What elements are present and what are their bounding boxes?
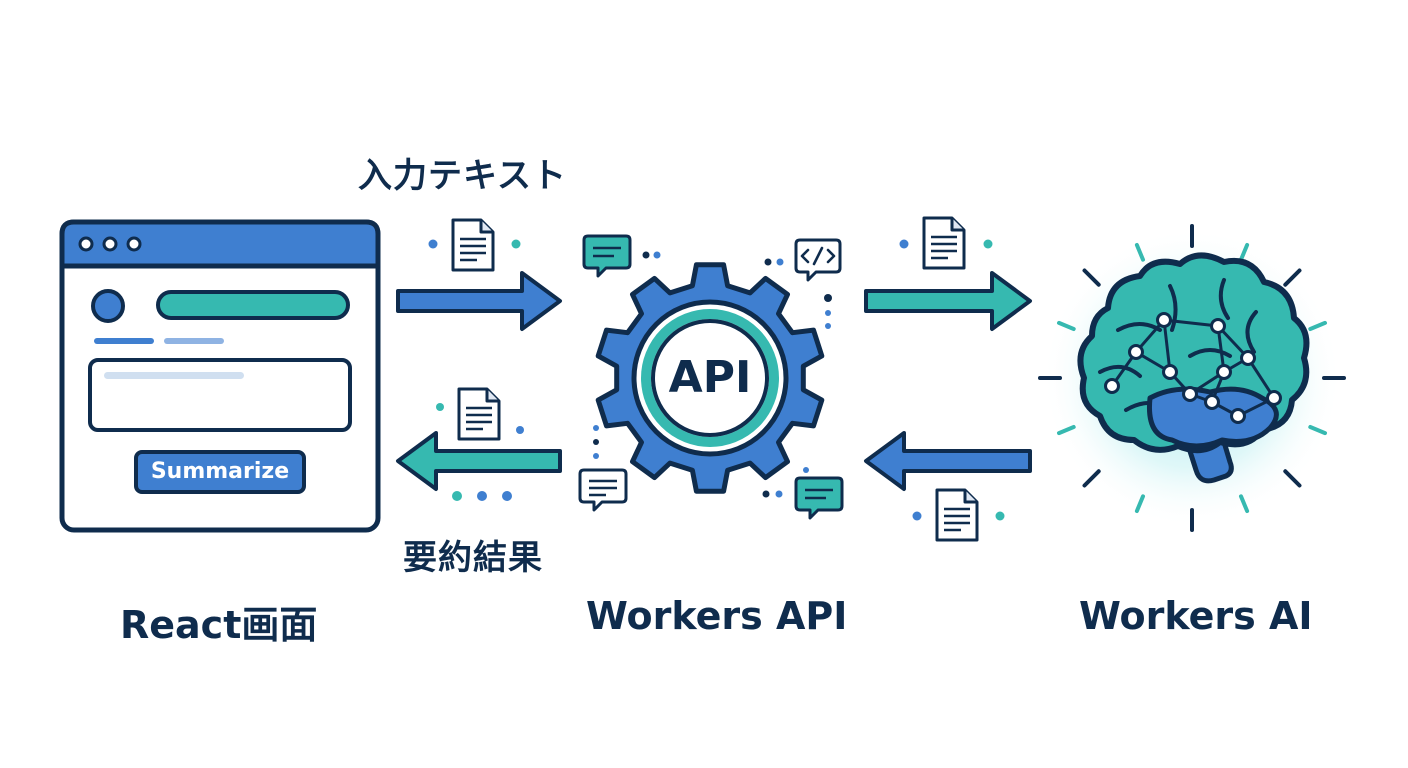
code-icon	[764, 238, 842, 329]
neural-link	[1162, 319, 1172, 373]
document-icon	[912, 488, 1005, 542]
workers-api-label: Workers API	[586, 594, 848, 638]
brain-glow-ray	[1057, 425, 1076, 436]
response-arrow-to-api	[864, 431, 1032, 491]
neural-node	[1266, 390, 1282, 406]
brain-glow-ray	[1283, 469, 1302, 488]
neural-node	[1216, 364, 1232, 380]
chat-bubble-icon	[582, 234, 661, 278]
brain-glow-ray	[1239, 243, 1250, 262]
neural-node	[1210, 318, 1226, 334]
neural-node	[1204, 394, 1220, 410]
document-icon	[899, 216, 993, 270]
response-label: 要約結果	[403, 538, 543, 578]
neural-link	[1163, 318, 1219, 328]
request-arrow-to-api	[396, 271, 562, 331]
brain-glow-ray	[1283, 268, 1302, 287]
brain-icon	[1038, 224, 1346, 532]
api-badge-text: API	[668, 352, 752, 403]
brain-glow-ray	[1134, 243, 1145, 262]
neural-node	[1156, 312, 1172, 328]
brain-glow-ray	[1082, 469, 1101, 488]
response-arrow-to-react	[396, 431, 562, 491]
chat-bubble-icon	[578, 425, 628, 512]
brain-glow-ray	[1082, 268, 1101, 287]
workers-ai-label: Workers AI	[1079, 594, 1313, 638]
neural-node	[1162, 364, 1178, 380]
brain-glow-ray	[1239, 494, 1250, 513]
react-label: React画面	[120, 603, 318, 647]
summarize-button[interactable]: Summarize	[134, 450, 306, 494]
neural-node	[1128, 344, 1144, 360]
brain-glow-ray	[1134, 494, 1145, 513]
neural-node	[1230, 408, 1246, 424]
neural-node	[1104, 378, 1120, 394]
request-label: 入力テキスト	[358, 156, 567, 196]
request-arrow-to-ai	[864, 271, 1032, 331]
gear-icon	[595, 262, 825, 494]
neural-node	[1182, 386, 1198, 402]
brain-glow-ray	[1308, 320, 1327, 331]
document-icon	[428, 218, 521, 272]
brain-glow-ray	[1057, 320, 1076, 331]
document-icon	[436, 387, 524, 501]
brain-glow-ray	[1308, 425, 1327, 436]
neural-node	[1240, 350, 1256, 366]
chat-bubble-icon	[762, 467, 844, 520]
